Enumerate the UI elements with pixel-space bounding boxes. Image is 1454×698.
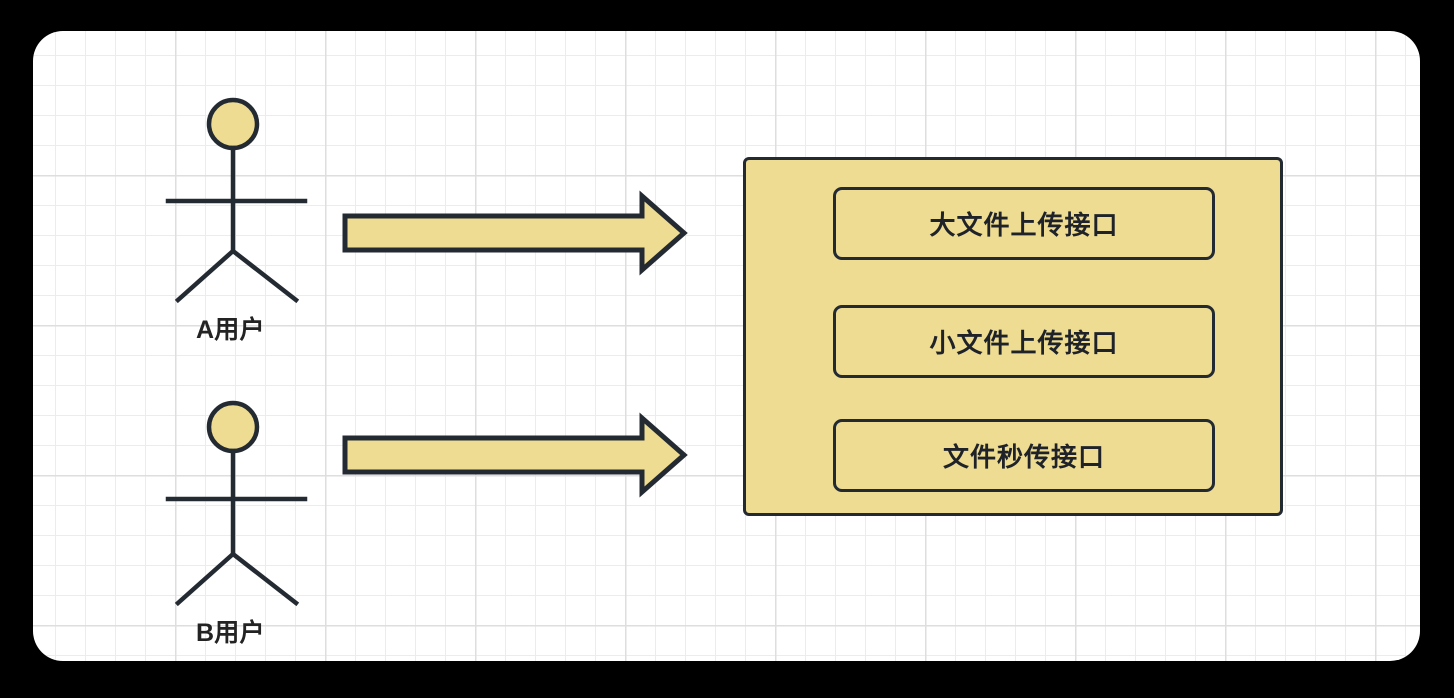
actor-a-label: A用户 — [196, 316, 265, 344]
system-panel[interactable]: 大文件上传接口 小文件上传接口 文件秒传接口 — [743, 157, 1283, 516]
actor-b-label: B用户 — [196, 619, 265, 647]
interface-box-large-file-upload[interactable]: 大文件上传接口 — [833, 187, 1215, 260]
interface-label-instant-file-upload: 文件秒传接口 — [942, 442, 1105, 472]
interface-box-instant-file-upload[interactable]: 文件秒传接口 — [833, 419, 1215, 492]
interface-label-large-file-upload: 大文件上传接口 — [929, 210, 1119, 240]
interface-box-small-file-upload[interactable]: 小文件上传接口 — [833, 305, 1215, 378]
interface-label-small-file-upload: 小文件上传接口 — [929, 328, 1119, 358]
